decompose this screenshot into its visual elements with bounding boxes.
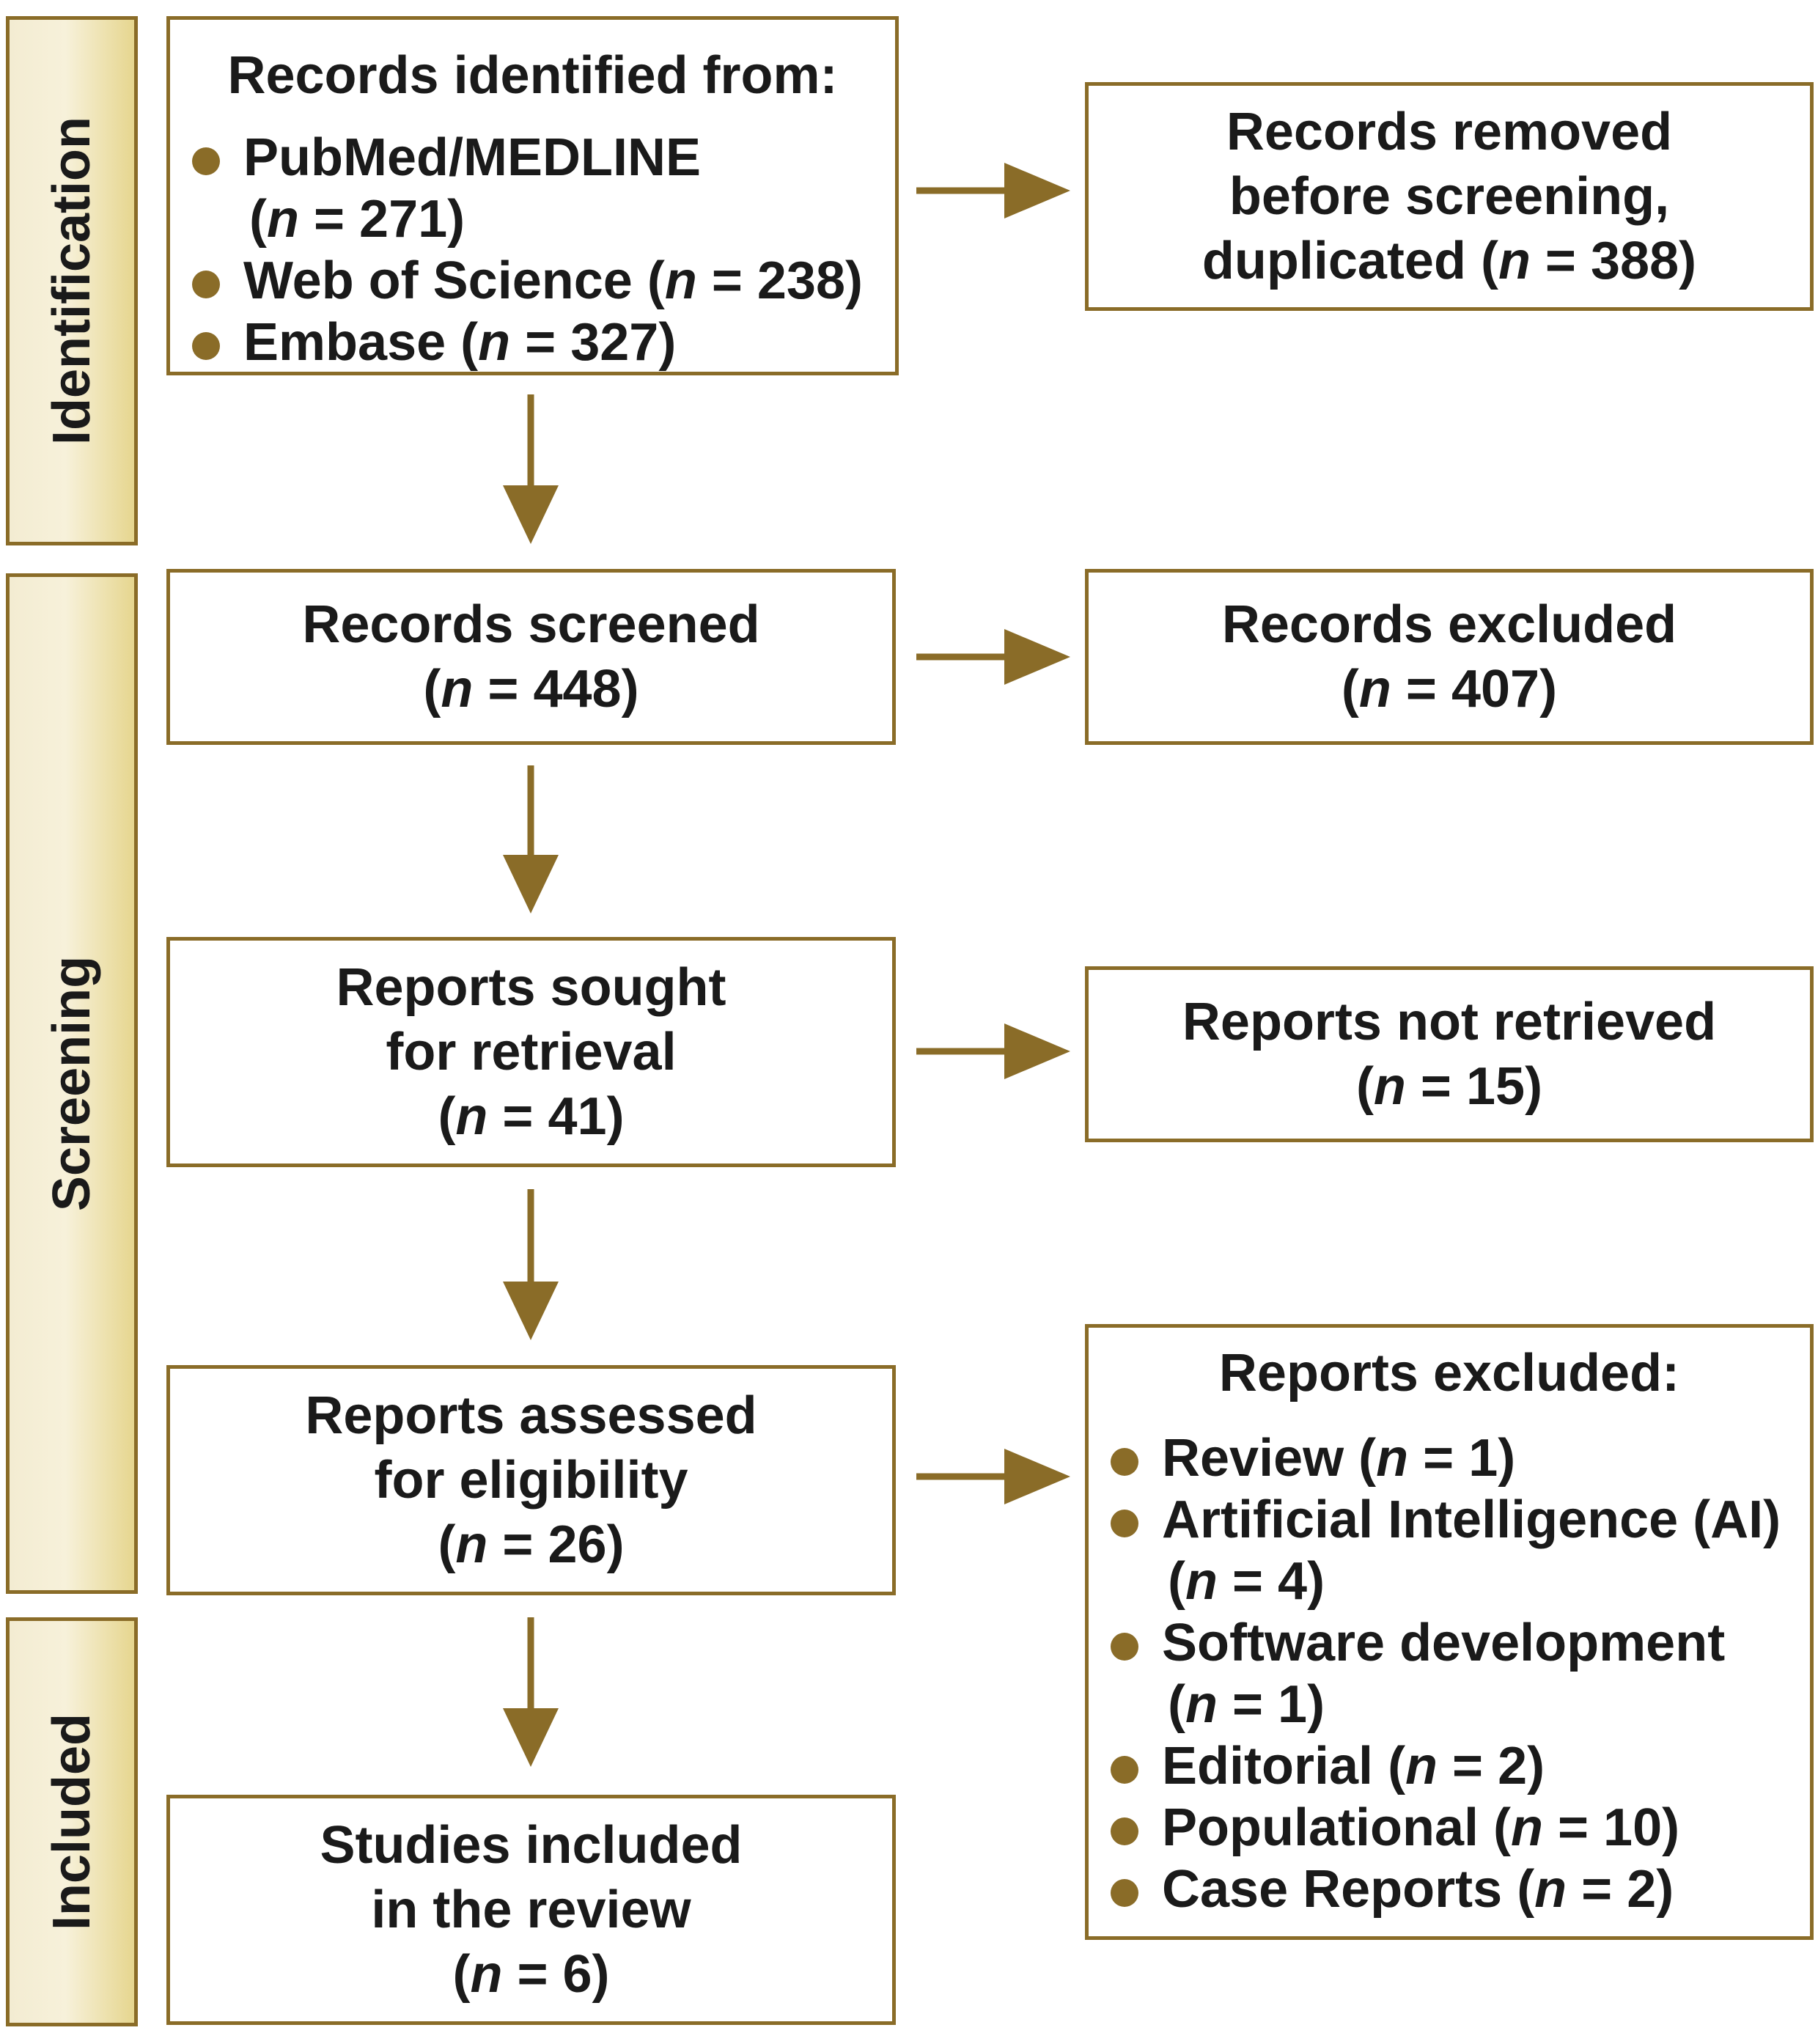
bullet-dot-icon — [1111, 1448, 1138, 1476]
records-removed-text: Records removed before screening, duplic… — [1201, 103, 1697, 290]
studies-included-text: Studies included in the review (n = 6) — [320, 1816, 743, 2004]
studies-included-box: Studies included in the review (n = 6) — [166, 1795, 896, 2025]
reports-not-retrieved-text: Reports not retrieved (n = 15) — [1182, 993, 1717, 1116]
bullet-dot-icon — [192, 147, 220, 175]
records-identified-box: Records identified from: PubMed/MEDLINE(… — [166, 16, 899, 375]
bullet-dot-icon — [1111, 1879, 1138, 1907]
records-removed-box: Records removed before screening, duplic… — [1085, 82, 1814, 311]
source-item: PubMed/MEDLINE(n = 271) — [170, 127, 863, 250]
reports-sought-box: Reports sought for retrieval (n = 41) — [166, 937, 896, 1167]
bullet-dot-icon — [1111, 1510, 1138, 1537]
records-excluded-box: Records excluded (n = 407) — [1085, 569, 1814, 745]
records-screened-box: Records screened (n = 448) — [166, 569, 896, 745]
reports-excluded-heading: Reports excluded: — [1218, 1344, 1680, 1403]
source-item: Web of Science (n = 238) — [170, 250, 863, 312]
arrow-down-icon — [503, 394, 559, 544]
phase-screening: Screening — [6, 573, 138, 1594]
records-screened-text: Records screened (n = 448) — [302, 595, 760, 718]
exclusion-reason-list: Review (n = 1) Artificial Intelligence (… — [1089, 1427, 1781, 1920]
bullet-dot-icon — [192, 332, 220, 360]
source-count: (n = 238) — [647, 251, 863, 310]
source-name: PubMed/MEDLINE — [243, 128, 701, 187]
source-name: Embase — [243, 313, 446, 372]
exclusion-reason: Editorial (n = 2) — [1089, 1735, 1781, 1797]
arrow-right-icon — [916, 1449, 1070, 1504]
exclusion-reason: Populational (n = 10) — [1089, 1797, 1781, 1859]
reports-sought-text: Reports sought for retrieval (n = 41) — [336, 958, 726, 1146]
source-count: (n = 271) — [249, 190, 465, 249]
source-item: Embase (n = 327) — [170, 312, 863, 373]
records-excluded-text: Records excluded (n = 407) — [1221, 595, 1677, 718]
bullet-dot-icon — [1111, 1817, 1138, 1845]
source-name: Web of Science — [243, 251, 633, 310]
phase-included: Included — [6, 1617, 138, 2026]
reports-not-retrieved-box: Reports not retrieved (n = 15) — [1085, 966, 1814, 1142]
exclusion-reason: Software development(n = 1) — [1089, 1612, 1781, 1735]
records-identified-heading: Records identified from: — [227, 46, 838, 105]
arrow-down-icon — [503, 765, 559, 913]
arrow-right-icon — [916, 629, 1070, 685]
reports-assessed-text: Reports assessed for eligibility (n = 26… — [305, 1386, 757, 1574]
bullet-dot-icon — [1111, 1633, 1138, 1661]
arrow-right-icon — [916, 163, 1070, 218]
reports-assessed-box: Reports assessed for eligibility (n = 26… — [166, 1365, 896, 1595]
phase-identification: Identification — [6, 16, 138, 545]
bullet-dot-icon — [192, 271, 220, 298]
arrow-down-icon — [503, 1617, 559, 1767]
source-count: (n = 327) — [460, 313, 677, 372]
source-list: PubMed/MEDLINE(n = 271) Web of Science (… — [170, 127, 863, 373]
arrow-down-icon — [503, 1189, 559, 1340]
exclusion-reason: Case Reports (n = 2) — [1089, 1859, 1781, 1920]
exclusion-reason: Review (n = 1) — [1089, 1427, 1781, 1489]
arrow-right-icon — [916, 1023, 1070, 1079]
exclusion-reason: Artificial Intelligence (AI)(n = 4) — [1089, 1489, 1781, 1612]
bullet-dot-icon — [1111, 1756, 1138, 1784]
reports-excluded-box: Reports excluded: Review (n = 1) Artific… — [1085, 1324, 1814, 1940]
